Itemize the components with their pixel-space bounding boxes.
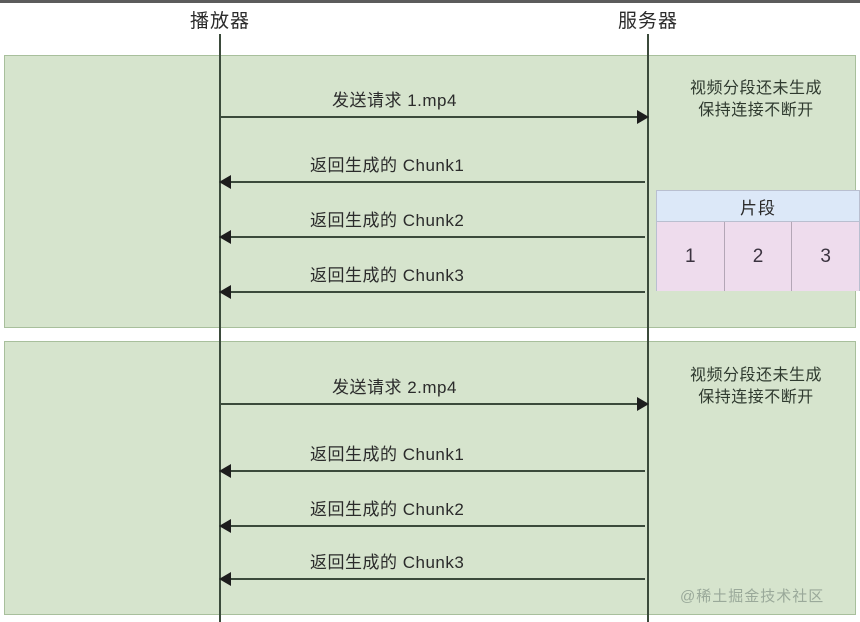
actor-label-player: 播放器: [189, 11, 251, 32]
segment-table: 片段 1 2 3: [656, 190, 860, 291]
server-note-line-1: 视频分段还未生成: [689, 367, 822, 384]
message-line: [220, 116, 648, 118]
message-line: [220, 291, 645, 293]
message-line: [220, 236, 645, 238]
message-caption: 返回生成的 Chunk1: [310, 445, 465, 464]
actor-label-server: 服务器: [617, 11, 679, 32]
message-line: [220, 181, 645, 183]
server-note-line-2: 保持连接不断开: [698, 388, 814, 406]
lifeline-player: [219, 34, 221, 622]
message-line: [220, 403, 648, 405]
message-caption: 返回生成的 Chunk3: [310, 553, 465, 572]
server-note-line-2: 保持连接不断开: [698, 101, 814, 119]
arrowhead-left-icon: [219, 230, 231, 244]
arrowhead-left-icon: [219, 519, 231, 533]
message-caption: 返回生成的 Chunk3: [310, 266, 465, 285]
arrowhead-left-icon: [219, 285, 231, 299]
arrowhead-right-icon: [637, 110, 649, 124]
message-line: [220, 470, 645, 472]
server-note-block1: 视频分段还未生成 保持连接不断开: [658, 78, 854, 121]
message-caption: 返回生成的 Chunk2: [310, 211, 465, 230]
server-note-line-1: 视频分段还未生成: [689, 80, 822, 97]
segment-cell-3: 3: [792, 222, 860, 291]
segment-table-header: 片段: [657, 191, 859, 222]
segment-cell-2: 2: [724, 222, 793, 291]
top-border-rule: [0, 0, 860, 3]
arrowhead-left-icon: [219, 464, 231, 478]
segment-table-row: 1 2 3: [657, 222, 860, 291]
activation-block-2: [4, 341, 856, 615]
watermark: @稀土掘金技术社区: [680, 588, 825, 605]
message-line: [220, 578, 645, 580]
arrowhead-left-icon: [219, 175, 231, 189]
message-caption: 发送请求 2.mp4: [332, 378, 457, 397]
arrowhead-left-icon: [219, 572, 231, 586]
message-caption: 发送请求 1.mp4: [332, 91, 457, 110]
message-caption: 返回生成的 Chunk1: [310, 156, 465, 175]
server-note-block2: 视频分段还未生成 保持连接不断开: [658, 365, 854, 408]
message-caption: 返回生成的 Chunk2: [310, 500, 465, 519]
message-line: [220, 525, 645, 527]
lifeline-server: [647, 34, 649, 622]
arrowhead-right-icon: [637, 397, 649, 411]
segment-cell-1: 1: [657, 222, 725, 291]
